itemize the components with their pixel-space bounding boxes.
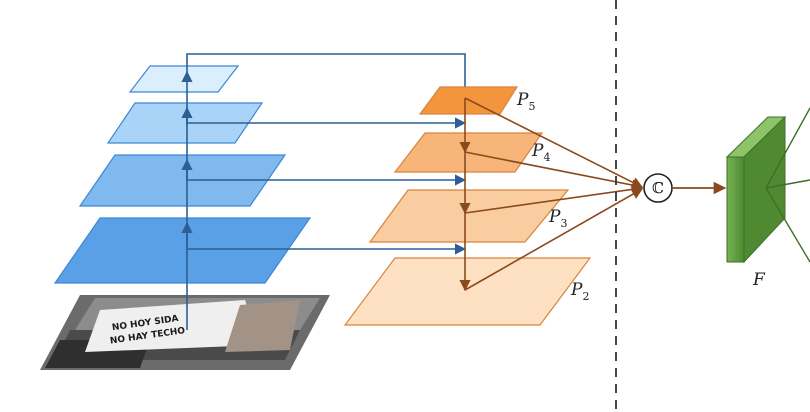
pyramid-level-2 (78, 154, 287, 207)
p4-label: P4 (531, 141, 550, 164)
lateral-connections (186, 53, 471, 255)
feature-map-f (725, 107, 810, 264)
concat-node: ℂ (643, 173, 673, 203)
p2-layer (343, 257, 592, 326)
pyramid-level-3 (106, 102, 264, 144)
pyramid-level-4 (128, 65, 240, 93)
pyramid-level-1 (53, 217, 312, 284)
p3-label: P3 (548, 207, 567, 230)
input-image: NO HOY SIDA NO HAY TECHO (40, 295, 330, 370)
p5-label: P5 (516, 90, 535, 113)
concat-symbol: ℂ (652, 179, 664, 197)
p3-layer (368, 189, 570, 243)
feature-label: F (752, 270, 766, 290)
concat-inputs (464, 97, 644, 291)
p2-label: P2 (570, 280, 589, 303)
